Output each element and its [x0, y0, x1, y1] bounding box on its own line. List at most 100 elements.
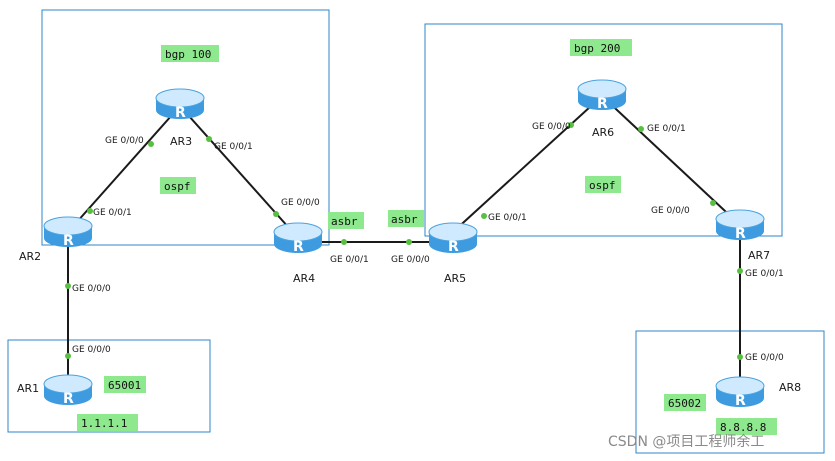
if-label-ar2-ge000: GE 0/0/0 [72, 284, 111, 294]
tag-bg [77, 414, 138, 431]
link-ar6-ar7 [601, 95, 741, 226]
tag-bg [388, 210, 424, 227]
port-dot-ar6-ge001 [638, 126, 644, 132]
tag-bgp200: bgp 200 [570, 39, 632, 56]
router-label-ar5: AR5 [444, 272, 466, 285]
area-box-bgp200 [424, 23, 783, 237]
router-label-ar4: AR4 [293, 272, 315, 285]
tag-as65002: 65002 [664, 394, 706, 411]
router-label-ar7: AR7 [748, 249, 770, 262]
tag-text: asbr [391, 213, 418, 226]
area-box-65001 [7, 339, 211, 433]
router-ar2[interactable]: R [43, 216, 93, 249]
tag-text: 8.8.8.8 [720, 421, 766, 434]
tag-bg [664, 394, 706, 411]
router-ar4[interactable]: R [273, 222, 323, 255]
router-label-ar6: AR6 [592, 126, 614, 139]
tag-bg [161, 45, 219, 62]
port-dot-ar6-ge000 [568, 122, 574, 128]
interface-labels: GE 0/0/0 GE 0/0/1 GE 0/0/1 GE 0/0/0 GE 0… [72, 122, 784, 363]
router-label-ar8: AR8 [779, 381, 801, 394]
port-dot-ar3-ge000 [148, 141, 154, 147]
router-ar6[interactable]: R [577, 79, 627, 112]
tag-bg [585, 176, 621, 193]
tag-ospf-left: ospf [160, 177, 196, 194]
port-dot-ar7-ge001 [737, 268, 743, 274]
tag-text: 65002 [668, 397, 701, 410]
router-r-icon: R [63, 391, 74, 407]
router-top [577, 79, 627, 99]
router-r-icon: R [293, 239, 304, 255]
tag-bg [328, 212, 364, 229]
router-label-ar2: AR2 [19, 250, 41, 263]
tag-text: ospf [589, 179, 616, 192]
port-dot-ar3-ge001 [206, 136, 212, 142]
router-top [155, 88, 205, 108]
router-r-icon: R [63, 233, 74, 249]
if-label-ar7-ge001: GE 0/0/1 [745, 269, 784, 279]
watermark-text: CSDN @项目工程师余工 [608, 433, 764, 450]
port-dots [65, 122, 743, 360]
router-r-icon: R [175, 105, 186, 121]
router-top [273, 222, 323, 242]
router-top [43, 374, 93, 394]
router-ar7[interactable]: R [715, 209, 765, 242]
tag-text: 1.1.1.1 [81, 417, 127, 430]
if-label-ar5-ge001: GE 0/0/1 [488, 213, 527, 223]
router-top [715, 376, 765, 396]
port-dot-ar8-ge000 [737, 354, 743, 360]
port-dot-ar2-ge001 [87, 208, 93, 214]
router-top [715, 209, 765, 229]
port-dot-ar4-ge001 [341, 239, 347, 245]
if-label-ar6-ge000: GE 0/0/0 [532, 122, 571, 132]
router-label-ar1: AR1 [17, 382, 39, 395]
area-box-bgp100 [41, 9, 330, 246]
router-r-icon: R [597, 96, 608, 112]
if-label-ar2-ge001: GE 0/0/1 [93, 208, 132, 218]
if-label-ar8-ge000: GE 0/0/0 [745, 353, 784, 363]
if-label-ar4-ge000: GE 0/0/0 [281, 198, 320, 208]
router-top [428, 222, 478, 242]
router-ar5[interactable]: R [428, 222, 478, 255]
tag-as65001: 65001 [104, 376, 146, 393]
router-label-ar3: AR3 [170, 135, 192, 148]
tag-text: asbr [331, 215, 358, 228]
router-top [43, 216, 93, 236]
if-label-ar1-ge000: GE 0/0/0 [72, 345, 111, 355]
tag-text: 65001 [108, 379, 141, 392]
if-label-ar5-ge000: GE 0/0/0 [391, 255, 430, 265]
router-ar1[interactable]: R [43, 374, 93, 407]
port-dot-ar4-ge000 [273, 211, 279, 217]
tag-asbr-right: asbr [388, 210, 424, 227]
link-ar2-ar3 [67, 105, 181, 233]
router-r-icon: R [735, 226, 746, 242]
tag-text: bgp 200 [574, 42, 620, 55]
if-label-ar3-ge000: GE 0/0/0 [105, 136, 144, 146]
router-r-icon: R [448, 239, 459, 255]
link-ar3-ar4 [179, 105, 299, 239]
if-label-ar7-ge000: GE 0/0/0 [651, 206, 690, 216]
if-label-ar3-ge001: GE 0/0/1 [214, 142, 253, 152]
tag-bg [716, 418, 777, 435]
tag-asbr-left: asbr [328, 212, 364, 229]
tag-ip-ar8: 8.8.8.8 [716, 418, 777, 435]
tag-bgp100: bgp 100 [161, 45, 219, 62]
router-ar8[interactable]: R [715, 376, 765, 409]
area-box-65002 [635, 330, 825, 454]
router-r-icon: R [735, 393, 746, 409]
if-label-ar6-ge001: GE 0/0/1 [647, 124, 686, 134]
tag-ip-ar1: 1.1.1.1 [77, 414, 138, 431]
if-label-ar4-ge001: GE 0/0/1 [330, 255, 369, 265]
tag-text: bgp 100 [165, 48, 211, 61]
links [67, 95, 741, 392]
router-labels: AR2 AR3 AR4 AR5 AR6 AR7 AR1 AR8 [17, 126, 801, 395]
router-ar3[interactable]: R [155, 88, 205, 121]
port-dot-ar5-ge001 [481, 213, 487, 219]
port-dot-ar2-ge000 [65, 283, 71, 289]
tag-bg [104, 376, 146, 393]
port-dot-ar1-ge000 [65, 353, 71, 359]
port-dot-ar5-ge000 [406, 239, 412, 245]
tag-bg [160, 177, 196, 194]
tag-ospf-right: ospf [585, 176, 621, 193]
